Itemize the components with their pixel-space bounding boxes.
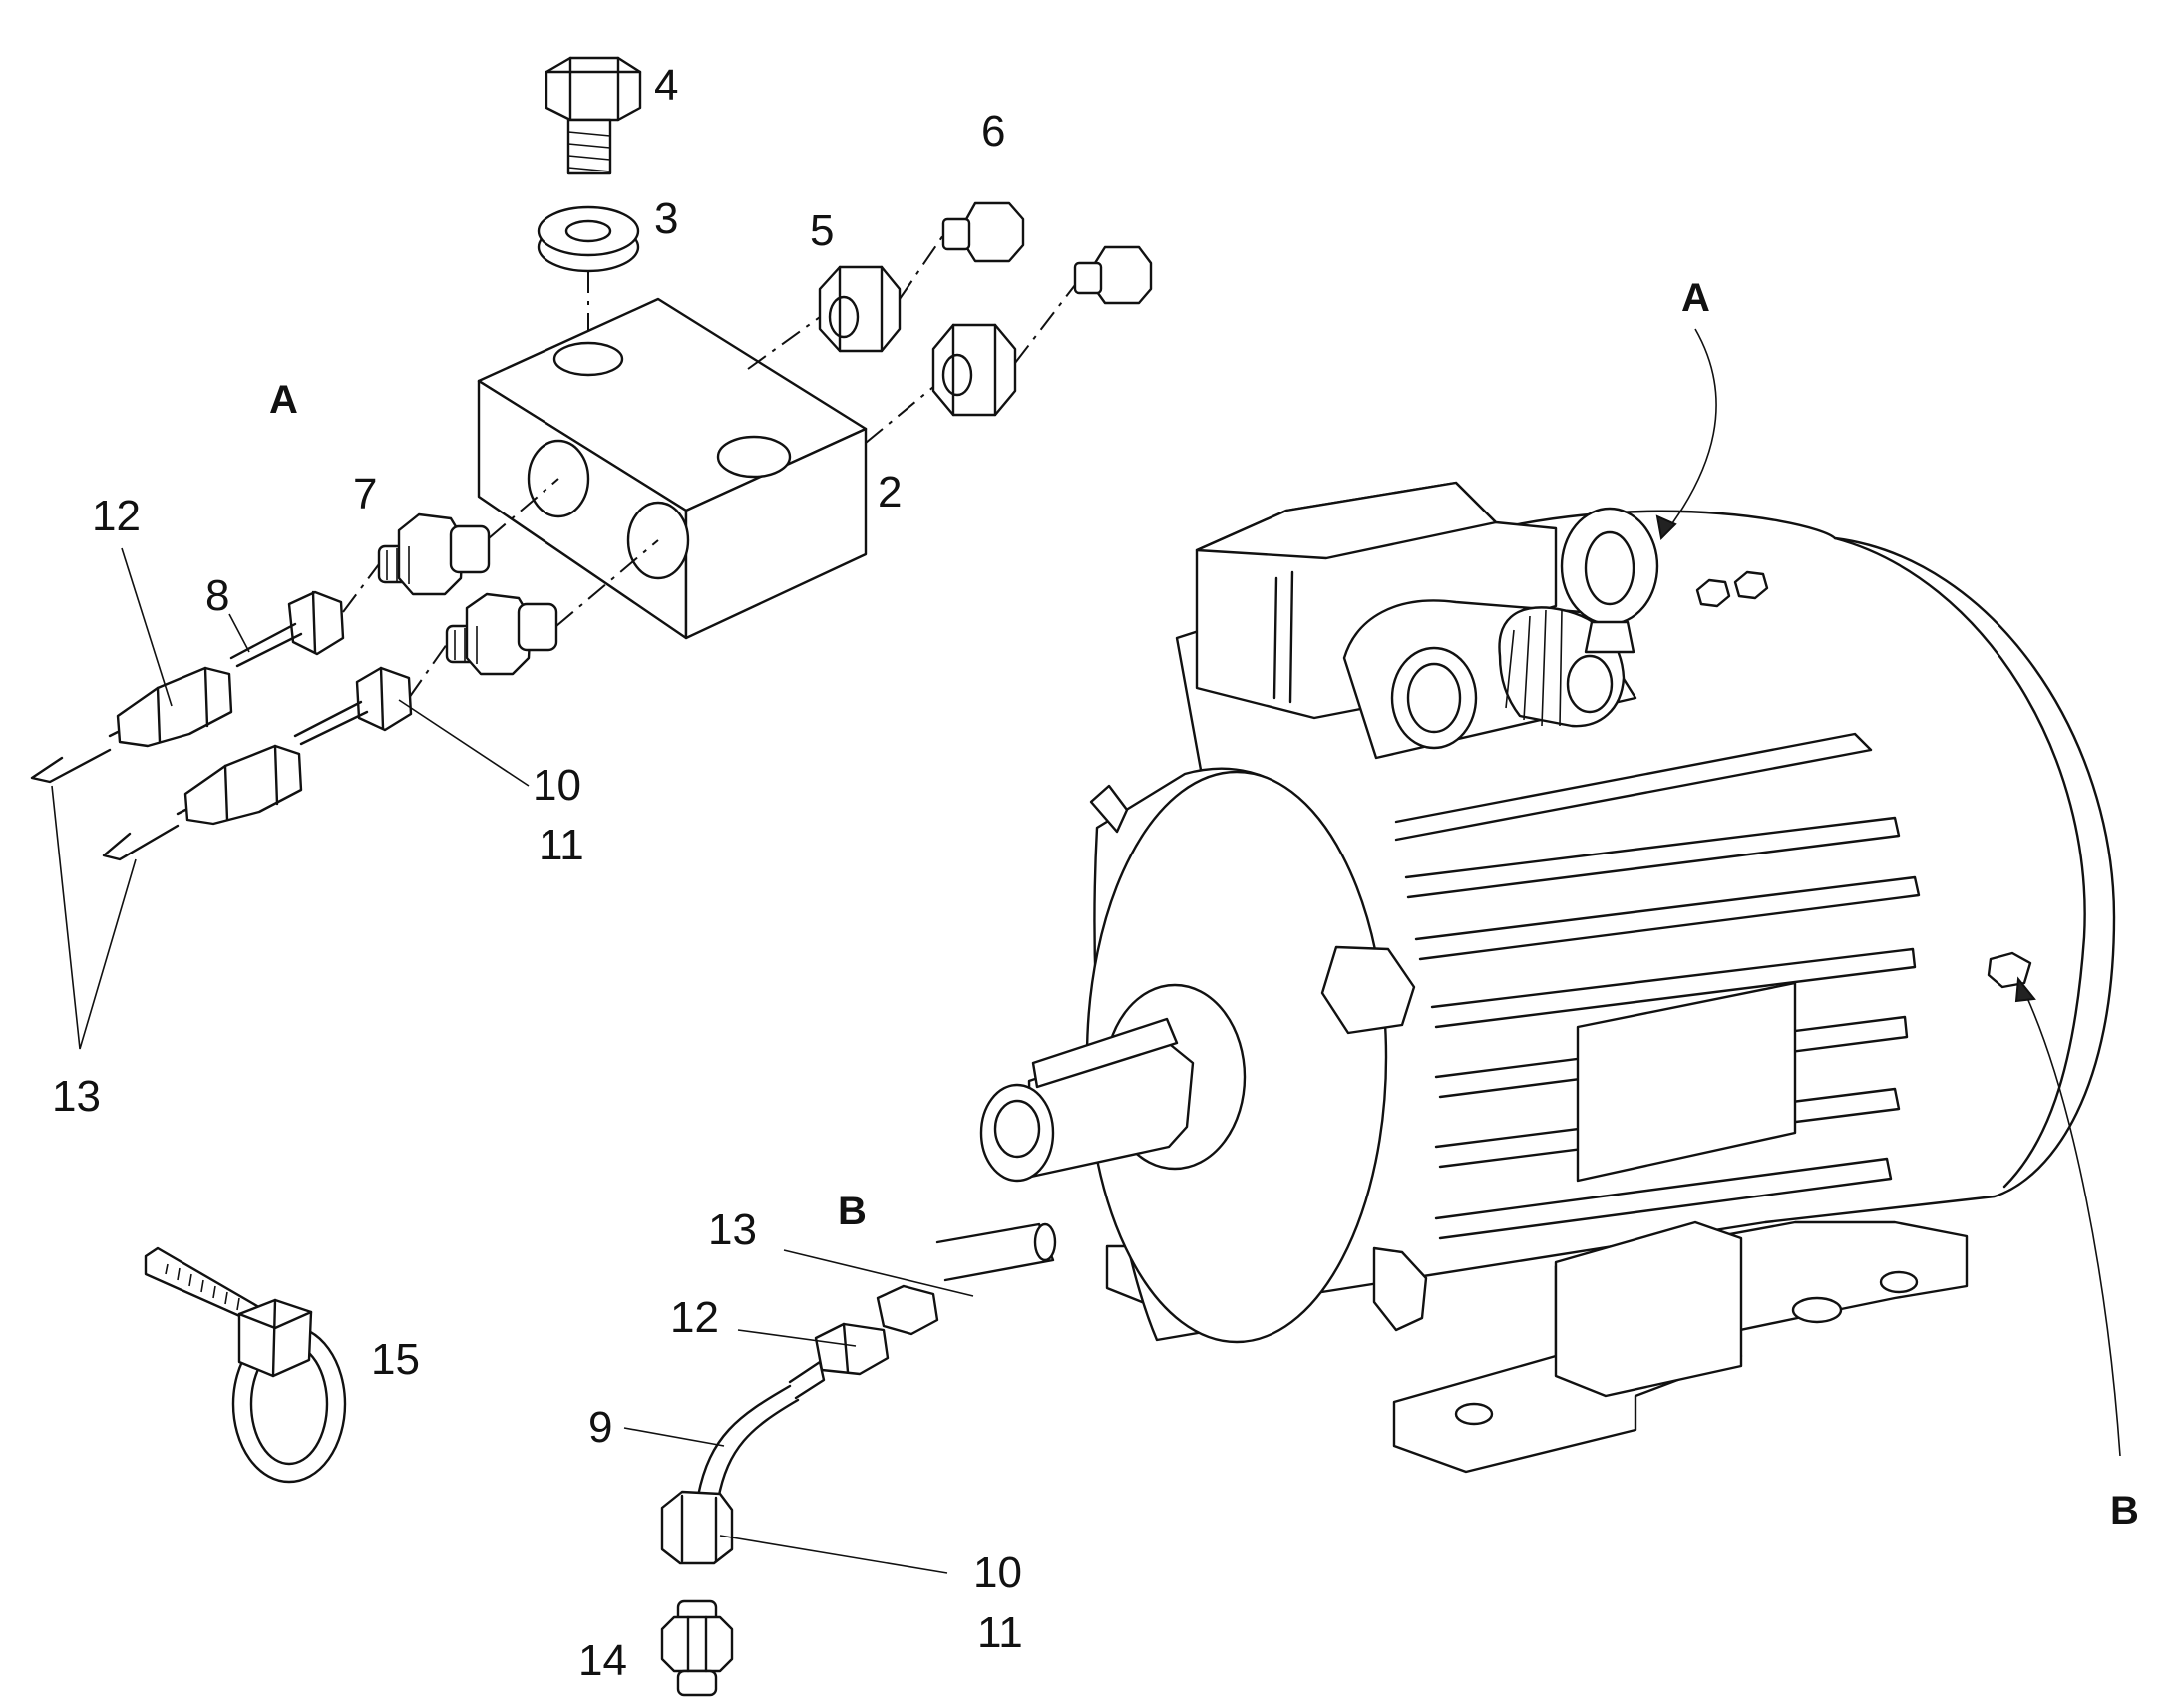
callout-13-b: 13 [708,1205,757,1254]
motor-view-label-b: B [2110,1489,2139,1533]
callout-4: 4 [654,61,678,110]
callout-3: 3 [654,194,678,243]
callout-8: 8 [205,571,229,620]
callout-12-b: 12 [670,1293,719,1342]
callout-10-a: 10 [533,761,581,810]
callout-12-a: 12 [92,492,141,540]
nut-part-10b [660,1490,734,1565]
leader-lines-b [623,1249,974,1574]
nut-part-5 [818,265,902,353]
fitting-part-14 [660,1599,734,1697]
cable-tie-part-15 [144,1246,347,1484]
washer-part-3 [537,205,640,273]
electric-motor [979,481,2116,1474]
tube-assembly-lower [102,666,413,861]
union-part-7 [377,512,491,596]
callout-15: 15 [371,1335,420,1384]
callout-6: 6 [981,107,1005,156]
leader-lines-a [51,547,530,1050]
callout-11-a: 11 [539,821,584,869]
nut-part-5b [931,323,1017,417]
callout-9: 9 [588,1403,612,1452]
bolt-part-4 [545,56,642,175]
union-part-7b [445,592,558,676]
callout-7: 7 [353,470,377,518]
tube-assembly-b [696,1222,1057,1502]
callout-10-b: 10 [973,1548,1022,1597]
plug-part-6b [1073,245,1153,305]
callout-11-b: 11 [977,1608,1023,1657]
callout-5: 5 [810,206,834,255]
manifold-block-part-2 [477,297,868,640]
callout-13-a: 13 [52,1072,101,1121]
callout-14: 14 [578,1636,627,1685]
tube-assembly-upper [30,590,345,784]
detail-label-b: B [838,1190,867,1233]
callout-2: 2 [878,468,902,516]
plug-part-6 [941,201,1025,263]
detail-label-a: A [269,378,298,422]
view-arrows [1655,328,2121,1457]
motor-view-label-a: A [1681,276,1710,320]
